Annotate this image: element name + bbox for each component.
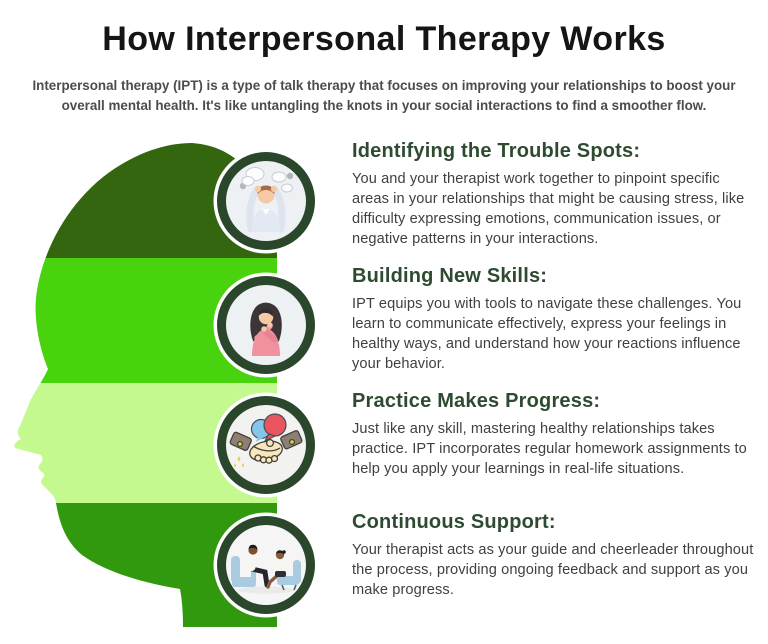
stressed-person-icon [213,148,319,254]
page-subtitle: Interpersonal therapy (IPT) is a type of… [32,78,736,114]
section-body: You and your therapist work together to … [352,171,745,247]
section-body: IPT equips you with tools to navigate th… [352,296,742,372]
therapy-session-icon [213,512,319,618]
section-practice-makes-progress: Practice Makes Progress: Just like any s… [352,390,754,480]
section-body: Just like any skill, mastering healthy r… [352,421,747,477]
section-continuous-support: Continuous Support: Your therapist acts … [352,511,754,601]
section-heading: Practice Makes Progress: [352,390,601,412]
section-body: Your therapist acts as your guide and ch… [352,542,754,598]
section-heading: Building New Skills: [352,265,548,287]
section-heading: Identifying the Trouble Spots: [352,140,641,162]
section-heading: Continuous Support: [352,511,556,533]
head-silhouette-graphic [14,143,319,627]
anxious-woman-icon [213,272,319,378]
page-title: How Interpersonal Therapy Works [102,20,666,58]
handshake-icon [213,392,319,498]
section-building-new-skills: Building New Skills: IPT equips you with… [352,265,754,375]
section-identifying-trouble-spots: Identifying the Trouble Spots: You and y… [352,140,754,250]
